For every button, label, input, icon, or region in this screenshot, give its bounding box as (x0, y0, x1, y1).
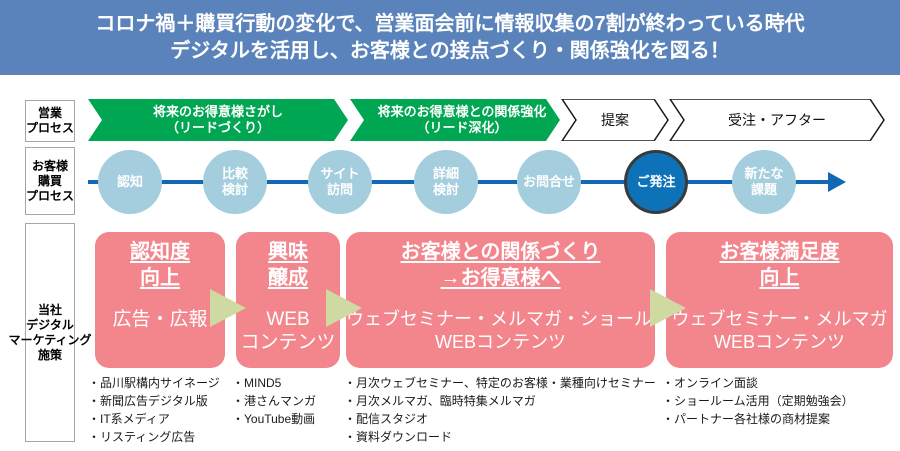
measure-title-text: 向上 (140, 267, 180, 289)
row-label-customer-purchase-process: お客様 購買 プロセス (25, 147, 75, 215)
step-label: 比較 (221, 166, 248, 181)
row-label-sales-process: 営業 プロセス (25, 100, 75, 142)
measure-title-text: お客様満足度 (719, 241, 840, 263)
step-label: 認知 (116, 174, 143, 189)
arrow-label-text: 将来のお得意様さがし (152, 104, 283, 119)
measure-title-text: お客様との関係づくり (400, 241, 601, 263)
bullet-list-satisfaction: ・オンライン面談 ・ショールーム活用（定期勉強会） ・パートナー各社様の商材提案 (662, 374, 854, 428)
chevron-arrow-proposal (561, 99, 669, 141)
header-title-line2: デジタルを活用し、お客様との接点づくり・関係強化を図る！ (170, 39, 730, 62)
chevron-arrow-lead-generation (88, 99, 348, 141)
bullet-item: ・YouTube動画 (232, 412, 316, 426)
header-banner: コロナ禍＋購買行動の変化で、営業面会前に情報収集の7割が終わっている時代 デジタ… (0, 0, 900, 75)
arrow-label-text: （リード深化） (416, 120, 508, 135)
step-label: 訪問 (326, 182, 353, 197)
measure-card-interest: 興味 醸成 WEB コンテンツ (236, 232, 340, 368)
chevron-arrow-order-after (669, 99, 885, 141)
arrow-label-proposal: 提案 (576, 100, 654, 140)
step-label: サイト (320, 166, 360, 181)
bullet-item: ・資料ダウンロード (344, 430, 453, 444)
row-label-text: 購買 (37, 173, 62, 188)
bullet-item: ・パートナー各社様の商材提案 (662, 412, 831, 426)
arrow-label-lead-nurturing: 将来のお得意様との関係強化 （リード深化） (364, 100, 560, 140)
step-label: 検討 (432, 182, 459, 197)
bullet-item: ・新聞広告デジタル版 (88, 394, 208, 408)
measure-body-text: WEBコンテンツ (434, 332, 566, 352)
bullet-item: ・IT系メディア (88, 412, 170, 426)
arrow-label-text: 提案 (601, 112, 629, 128)
header-title-line1: コロナ禍＋購買行動の変化で、営業面会前に情報収集の7割が終わっている時代 (95, 12, 805, 35)
measure-body-text: ウェブセミナー・メルマガ (671, 309, 888, 329)
arrow-label-text: 受注・アフター (728, 112, 826, 128)
measure-title-text: →お得意様へ (440, 267, 561, 289)
row-label-text: プロセス (26, 121, 75, 135)
row-label-text: お客様 (31, 158, 68, 173)
bullet-list-relationship: ・月次ウェブセミナー、特定のお客様・業種向けセミナー ・月次メルマガ、臨時特集メ… (344, 374, 656, 446)
arrow-label-lead-generation: 将来のお得意様さがし （リードづくり） (102, 100, 334, 140)
sales-process-arrows-svg (88, 99, 885, 141)
measure-body: ウェブセミナー・メルマガ・ショールーム WEBコンテンツ (346, 308, 688, 354)
bullet-item: ・配信スタジオ (344, 412, 429, 426)
measure-title-text: 興味 (268, 241, 308, 263)
arrow-label-text: 将来のお得意様との関係強化 (377, 104, 547, 119)
measure-body-text: WEB (266, 309, 310, 330)
measure-body: WEB コンテンツ (236, 308, 340, 354)
purchase-step-site-visit: サイト 訪問 (308, 150, 372, 214)
measure-title-text: 醸成 (268, 267, 308, 289)
measure-body-text: 広告・広報 (112, 309, 208, 330)
flow-triangle-icon (210, 289, 246, 327)
timeline-arrowhead-icon (828, 172, 846, 192)
step-label: 新たな (744, 166, 784, 181)
measure-title: 認知度 向上 (95, 239, 225, 291)
row-label-text: 当社 (37, 302, 62, 317)
row-label-text: 営業 (37, 106, 62, 120)
measure-body-text: ウェブセミナー・メルマガ・ショールーム (346, 309, 688, 329)
measure-title: お客様との関係づくり →お得意様へ (346, 239, 655, 291)
bullet-item: ・月次メルマガ、臨時特集メルマガ (344, 394, 536, 408)
chevron-arrow-lead-nurturing (350, 99, 560, 141)
bullet-item: ・港さんマンガ (232, 394, 317, 408)
arrow-label-order-after: 受注・アフター (684, 100, 870, 140)
measure-body: ウェブセミナー・メルマガ WEBコンテンツ (666, 308, 893, 354)
row-label-text: デジタル (26, 317, 74, 332)
flow-triangle-icon (650, 289, 686, 327)
arrow-label-text: （リードづくり） (165, 120, 270, 135)
bullet-list-interest: ・MIND5 ・港さんマンガ ・YouTube動画 (232, 374, 316, 428)
measure-body: 広告・広報 (95, 308, 225, 331)
step-label: 詳細 (432, 166, 459, 181)
step-label: ご発注 (636, 174, 676, 189)
flow-triangle-icon (326, 289, 362, 327)
measure-card-satisfaction: お客様満足度 向上 ウェブセミナー・メルマガ WEBコンテンツ (666, 232, 893, 368)
measure-card-awareness: 認知度 向上 広告・広報 (95, 232, 225, 368)
bullet-item: ・オンライン面談 (662, 376, 759, 390)
purchase-step-comparison: 比較 検討 (203, 150, 267, 214)
row-label-text: 施策 (37, 347, 62, 362)
measure-body-text: WEBコンテンツ (713, 332, 845, 352)
step-label: 課題 (750, 182, 777, 197)
step-label: 検討 (221, 182, 248, 197)
purchase-step-awareness: 認知 (98, 150, 162, 214)
row-label-text: マーケティング (8, 332, 92, 347)
step-label: お問合せ (522, 174, 575, 189)
bullet-item: ・リスティング広告 (88, 430, 196, 444)
purchase-step-new-issues: 新たな 課題 (732, 150, 796, 214)
purchase-step-order: ご発注 (624, 150, 688, 214)
measure-card-relationship: お客様との関係づくり →お得意様へ ウェブセミナー・メルマガ・ショールーム WE… (346, 232, 688, 368)
measure-title-text: 認知度 (130, 241, 190, 263)
bullet-item: ・ショールーム活用（定期勉強会） (662, 394, 854, 408)
purchase-step-inquiry: お問合せ (517, 150, 581, 214)
measure-body-text: コンテンツ (240, 332, 336, 353)
bullet-item: ・品川駅構内サイネージ (88, 376, 220, 390)
bullet-list-awareness: ・品川駅構内サイネージ ・新聞広告デジタル版 ・IT系メディア ・リスティング広… (88, 374, 220, 446)
measure-title: 興味 醸成 (236, 239, 340, 291)
bullet-item: ・MIND5 (232, 376, 282, 390)
purchase-step-detailed-review: 詳細 検討 (414, 150, 478, 214)
measure-title: お客様満足度 向上 (666, 239, 893, 291)
bullet-item: ・月次ウェブセミナー、特定のお客様・業種向けセミナー (344, 376, 656, 390)
row-label-digital-marketing: 当社 デジタル マーケティング 施策 (8, 223, 92, 442)
measure-title-text: 向上 (759, 267, 800, 289)
row-label-text: プロセス (26, 188, 75, 203)
